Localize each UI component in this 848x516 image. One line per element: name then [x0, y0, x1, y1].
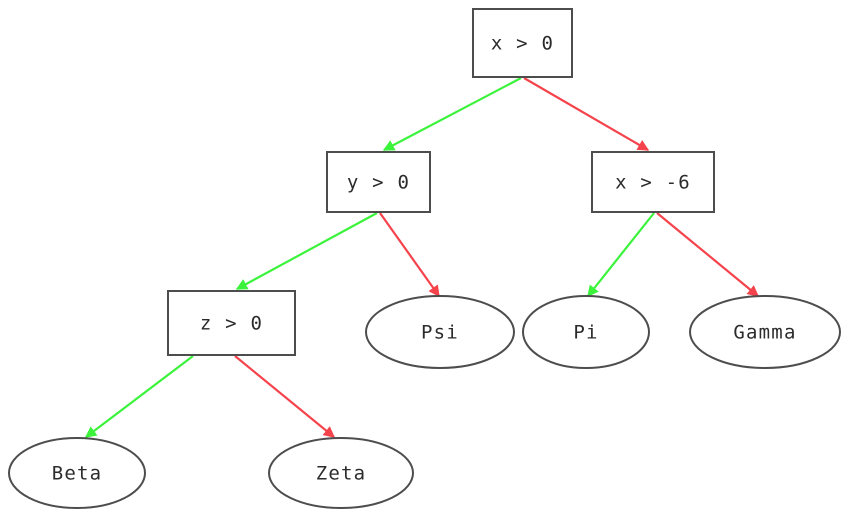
- edge-true-z-gt-0-to-beta: [84, 355, 194, 438]
- node-psi[interactable]: Psi: [365, 295, 515, 369]
- node-label-root: x > 0: [491, 33, 554, 55]
- node-shape-rect[interactable]: [591, 151, 715, 213]
- node-z-gt-0[interactable]: z > 0: [167, 290, 296, 356]
- node-zeta[interactable]: Zeta: [268, 437, 414, 509]
- node-gamma[interactable]: Gamma: [689, 295, 841, 369]
- node-label-pi: Pi: [573, 322, 598, 344]
- edge-false-root-to-x-gt-neg6: [523, 77, 650, 151]
- edge-false-y-gt-0-to-psi: [379, 212, 440, 298]
- node-root[interactable]: x > 0: [472, 8, 573, 78]
- node-label-psi: Psi: [421, 322, 459, 344]
- node-shape-rect[interactable]: [326, 151, 431, 213]
- edge-false-z-gt-0-to-zeta: [234, 355, 336, 438]
- edge-true-x-gt-neg6-to-pi: [587, 212, 655, 298]
- node-label-beta: Beta: [52, 463, 103, 485]
- node-shape-ellipse[interactable]: [8, 437, 146, 509]
- node-shape-ellipse[interactable]: [268, 437, 414, 509]
- node-label-z-gt-0: z > 0: [200, 313, 263, 335]
- node-beta[interactable]: Beta: [8, 437, 146, 509]
- edge-true-y-gt-0-to-z-gt-0: [235, 212, 378, 290]
- node-label-y-gt-0: y > 0: [347, 172, 410, 194]
- node-shape-ellipse[interactable]: [689, 295, 841, 369]
- node-y-gt-0[interactable]: y > 0: [326, 151, 431, 213]
- node-shape-rect[interactable]: [472, 8, 573, 78]
- node-x-gt-neg6[interactable]: x > -6: [591, 151, 715, 213]
- edge-false-x-gt-neg6-to-gamma: [656, 212, 760, 297]
- node-label-zeta: Zeta: [316, 463, 367, 485]
- node-shape-ellipse[interactable]: [522, 295, 650, 369]
- edge-layer: [84, 77, 760, 438]
- edge-true-root-to-y-gt-0: [382, 77, 522, 151]
- node-label-x-gt-neg6: x > -6: [615, 172, 691, 194]
- node-shape-ellipse[interactable]: [365, 295, 515, 369]
- node-shape-rect[interactable]: [167, 290, 296, 356]
- node-label-gamma: Gamma: [733, 322, 796, 344]
- node-pi[interactable]: Pi: [522, 295, 650, 369]
